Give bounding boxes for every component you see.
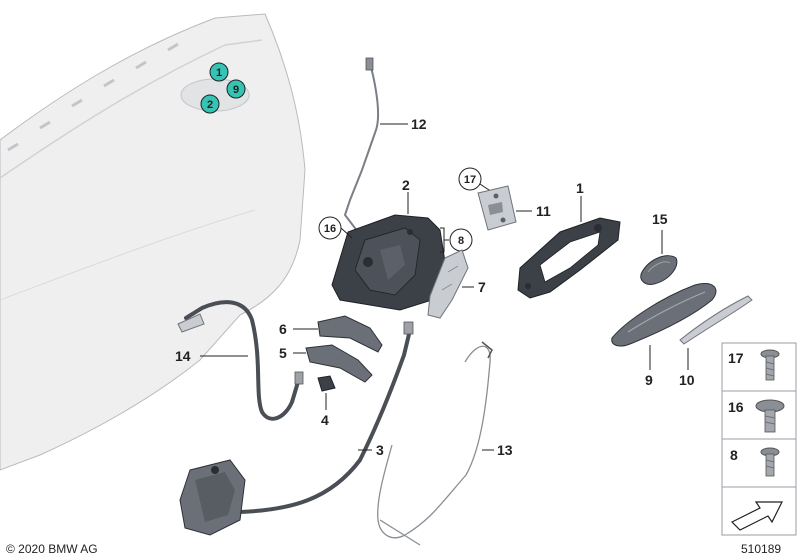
door-marker-9-label: 9	[233, 84, 239, 96]
screw-cell-8	[721, 438, 797, 488]
copyright-text: © 2020 BMW AG	[6, 542, 98, 556]
callout-8: 8	[458, 235, 464, 247]
door-marker-2-label: 2	[207, 99, 213, 111]
part-2-door-lock	[331, 214, 446, 311]
callout-12: 12	[411, 116, 427, 132]
callout-15: 15	[652, 211, 668, 227]
direction-arrow-icon	[730, 501, 783, 531]
callout-7: 7	[478, 279, 486, 295]
screw-cell-17	[721, 342, 797, 392]
door-marker-1-label: 1	[216, 67, 222, 79]
screw-16-icon	[755, 399, 785, 433]
part-7-bracket	[427, 249, 469, 319]
callout-1: 1	[576, 180, 584, 196]
screw-label-17: 17	[728, 350, 744, 366]
part-13-bowden-cable	[377, 341, 493, 546]
part-9-door-handle	[611, 283, 717, 347]
callout-8-marker: 8	[440, 227, 473, 253]
callout-4: 4	[321, 412, 329, 428]
callout-17: 17	[464, 174, 476, 186]
part-4-clip	[317, 375, 336, 392]
callout-13: 13	[497, 442, 513, 458]
callout-9: 9	[645, 372, 653, 388]
part-6-bracket	[317, 315, 383, 353]
part-15-cap	[640, 255, 678, 285]
part-10-trim-strip	[679, 295, 753, 345]
callout-16-marker: 16	[318, 216, 353, 240]
screw-8-icon	[760, 447, 780, 477]
part-5-bracket	[305, 344, 373, 383]
screw-label-16: 16	[728, 399, 744, 415]
callout-17-marker: 17	[458, 167, 493, 193]
callout-6: 6	[279, 321, 287, 337]
callout-14: 14	[175, 348, 191, 364]
part-1-handle-carrier	[517, 217, 621, 299]
door-marker-2: 2	[200, 94, 220, 114]
callout-5: 5	[279, 345, 287, 361]
diagram-number: 510189	[741, 542, 781, 556]
part-14-cable	[177, 300, 304, 421]
screw-17-icon	[760, 349, 780, 381]
door-marker-9: 9	[226, 79, 246, 99]
callout-16: 16	[324, 223, 336, 235]
screw-label-8: 8	[730, 447, 738, 463]
callout-11: 11	[536, 203, 551, 219]
part-12-rod	[343, 57, 380, 233]
screw-panel: 17 16 8	[721, 342, 797, 536]
callout-3: 3	[376, 442, 384, 458]
callout-2: 2	[402, 177, 410, 193]
part-11-striker	[477, 185, 517, 231]
part-3-cable	[179, 321, 414, 536]
callout-10: 10	[679, 372, 695, 388]
door-panel	[0, 13, 306, 471]
door-marker-1: 1	[209, 62, 229, 82]
